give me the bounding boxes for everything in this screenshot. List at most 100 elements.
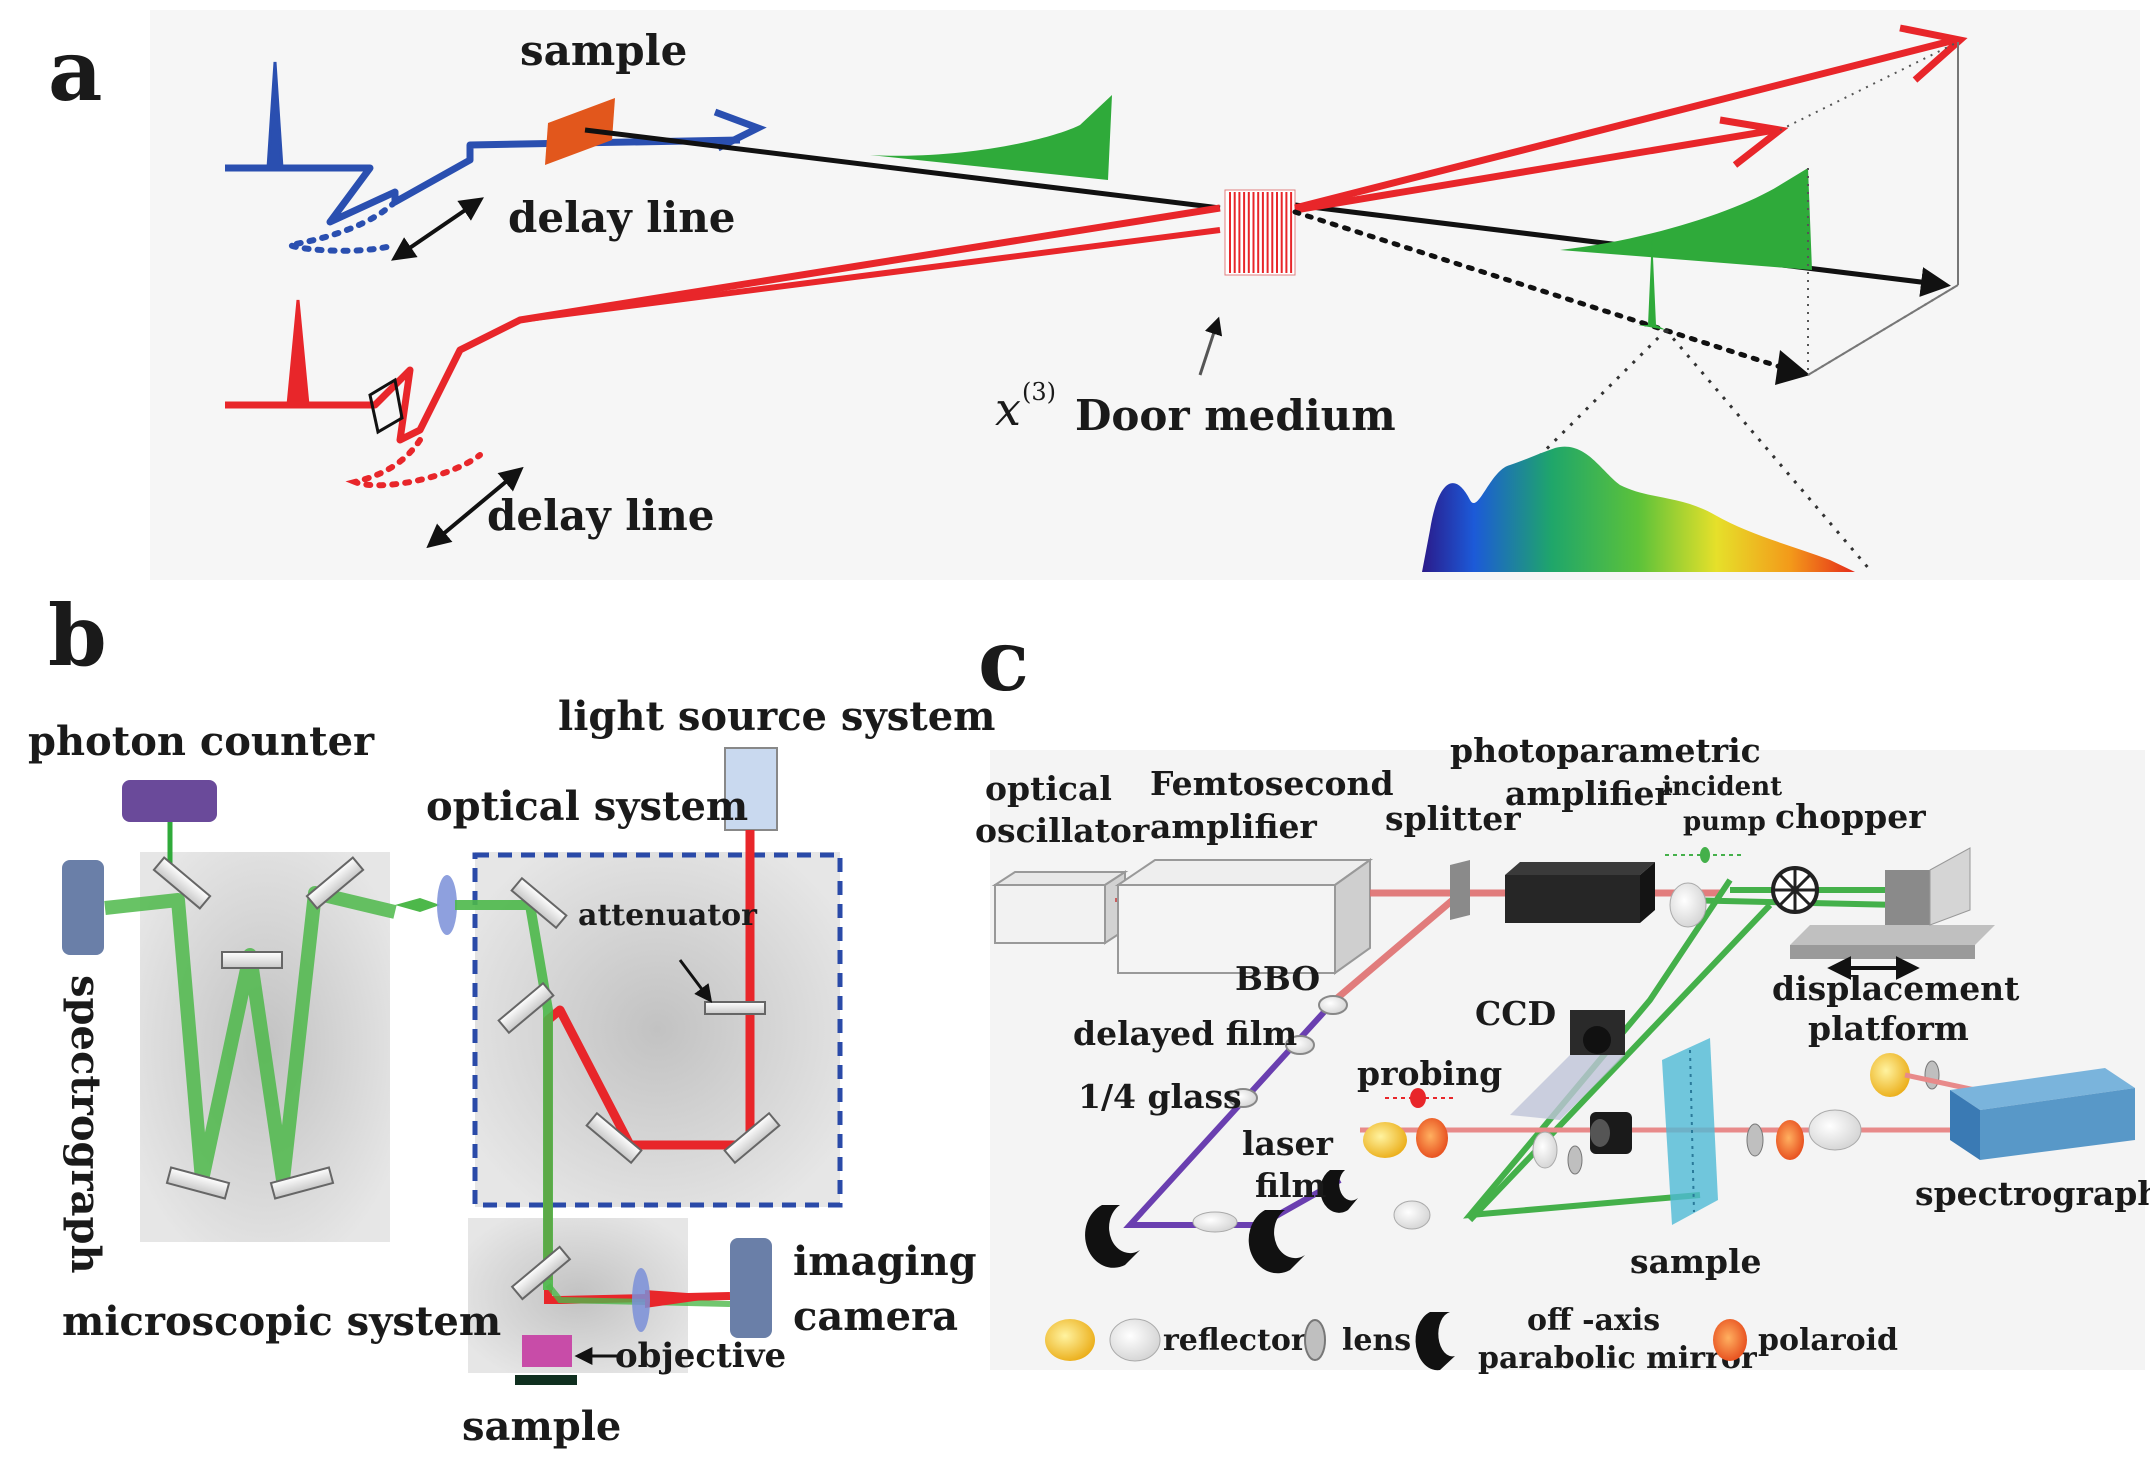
optical-system-mirrors	[497, 876, 781, 1165]
splitter-optic	[1450, 860, 1470, 920]
optical-system-dashed-border	[472, 852, 843, 1208]
attenuator-pointer	[678, 959, 713, 1003]
green-output-pulse-small	[1638, 235, 1666, 330]
green-focus-cone	[395, 898, 440, 912]
photon-counter-device	[122, 780, 217, 822]
light-source-device	[724, 747, 778, 831]
label-displacement: displacement	[1772, 969, 2020, 1008]
optical-oscillator-device	[991, 870, 1129, 945]
sample-plane-line	[1689, 1049, 1695, 1213]
label-sample-b: sample	[462, 1403, 621, 1450]
bbo-crystal	[1318, 995, 1348, 1015]
reflector-c-3	[1532, 1131, 1558, 1169]
photoparametric-amplifier-device	[1505, 862, 1655, 923]
panel-c-letter: c	[978, 611, 1029, 710]
panel-b: b	[28, 586, 995, 1450]
probing-polaroid	[1416, 1118, 1448, 1158]
label-bbo: BBO	[1235, 959, 1320, 998]
panel-a-background	[150, 10, 2140, 580]
label-sample-c: sample	[1630, 1242, 1761, 1281]
incident-pump-dot	[1700, 847, 1710, 863]
red-pulse	[272, 299, 325, 407]
label-incident: incident	[1662, 772, 1782, 802]
chopper-device	[1771, 866, 1819, 914]
label-femtosecond: Femtosecond	[1150, 764, 1394, 803]
spectrum-inset	[1422, 328, 1872, 572]
parabolic-mirror-c-3	[1320, 1170, 1358, 1213]
label-optical-system: optical system	[426, 783, 748, 830]
label-splitter: splitter	[1385, 799, 1521, 838]
legend-parabolic-mirror-label: parabolic mirror	[1478, 1341, 1758, 1376]
spectrum-curve	[1422, 446, 1855, 572]
spectrograph-device-c	[1950, 1068, 2135, 1160]
lens-b-left	[437, 875, 457, 935]
delayed-film-optic	[1285, 1035, 1315, 1055]
blue-delay-dotted	[280, 199, 398, 254]
door-medium	[1224, 189, 1296, 276]
dotted-output-beam	[1292, 209, 1793, 373]
blue-beam-arrowhead	[713, 108, 767, 152]
label-spectrograph-b: spectrograph	[62, 975, 109, 1274]
optical-system-beams	[455, 830, 755, 1290]
label-objective: objective	[615, 1336, 786, 1376]
red-output-arrow-1	[1899, 24, 1968, 83]
spectrograph-input-beam	[1904, 1072, 1976, 1093]
green-output-pulse-large	[1560, 168, 1812, 270]
sample-plane-c	[1662, 1038, 1718, 1225]
label-pump: pump	[1683, 807, 1766, 837]
reflector-c-4	[1808, 1109, 1862, 1151]
blue-pulse	[252, 61, 300, 170]
label-optical: optical	[985, 769, 1112, 808]
reflector-c-1	[1669, 882, 1707, 928]
label-light-source-system: light source system	[558, 693, 995, 740]
projection-frame-solid	[1807, 42, 1959, 376]
purple-lens-optic	[1192, 1211, 1238, 1233]
door-medium-pointer	[1198, 316, 1223, 376]
label-delayed-film: delayed film	[1073, 1014, 1297, 1053]
legend-lens-icon	[1304, 1319, 1326, 1361]
femtosecond-amplifier-device	[1114, 858, 1374, 975]
imaging-camera-device	[730, 1238, 772, 1338]
green-probe-pulse	[870, 95, 1112, 180]
panel-a: a	[48, 10, 2140, 580]
ccd-camera	[1510, 1010, 1625, 1120]
label-quarter-glass: 1/4 glass	[1078, 1077, 1242, 1116]
legend-reflector-label: reflector	[1163, 1323, 1308, 1358]
lens-c-3	[1924, 1060, 1940, 1090]
spectrograph-detector-b	[62, 860, 104, 955]
label-sample-a: sample	[520, 26, 687, 75]
label-film: film	[1255, 1166, 1327, 1205]
parabolic-mirror-c-1	[1085, 1205, 1140, 1268]
blue-beam-path	[225, 136, 741, 226]
sample-plate	[545, 98, 615, 165]
legend-polaroid-label: polaroid	[1758, 1323, 1898, 1358]
label-imaging: imaging	[793, 1238, 977, 1285]
polaroid-c-2	[1776, 1120, 1804, 1160]
label-laser: laser	[1242, 1124, 1333, 1163]
panel-b-letter: b	[48, 586, 107, 685]
delay-line-arrow-bottom	[426, 466, 524, 549]
center-detector	[1590, 1112, 1632, 1154]
delay-line-arrow-top	[391, 197, 484, 261]
legend-yellow-reflector-icon	[1045, 1319, 1095, 1361]
yellow-reflector-c-2	[1870, 1053, 1910, 1097]
legend-reflector-icon	[1109, 1318, 1161, 1362]
label-camera: camera	[793, 1293, 958, 1340]
legend-lens-label: lens	[1342, 1323, 1411, 1358]
legend-off-axis-label: off -axis	[1527, 1303, 1660, 1338]
label-microscopic-system: microscopic system	[62, 1298, 501, 1345]
panel-c: c	[975, 611, 2150, 1376]
label-chopper: chopper	[1775, 797, 1926, 836]
dotted-output-arrowhead	[1775, 350, 1810, 385]
label-delay-line-top: delay line	[508, 193, 735, 242]
label-ccd: CCD	[1475, 994, 1556, 1033]
label-spectrograph-c: spectrograph	[1915, 1174, 2150, 1213]
red-beam-path	[225, 204, 1221, 444]
label-femto-amplifier: amplifier	[1150, 807, 1317, 846]
reflector-c-2	[1393, 1200, 1431, 1230]
red-beam-element	[368, 377, 404, 435]
probe-beam	[584, 127, 1221, 211]
label-photo-amplifier: amplifier	[1505, 774, 1672, 813]
sample-stage-b	[515, 1375, 577, 1385]
